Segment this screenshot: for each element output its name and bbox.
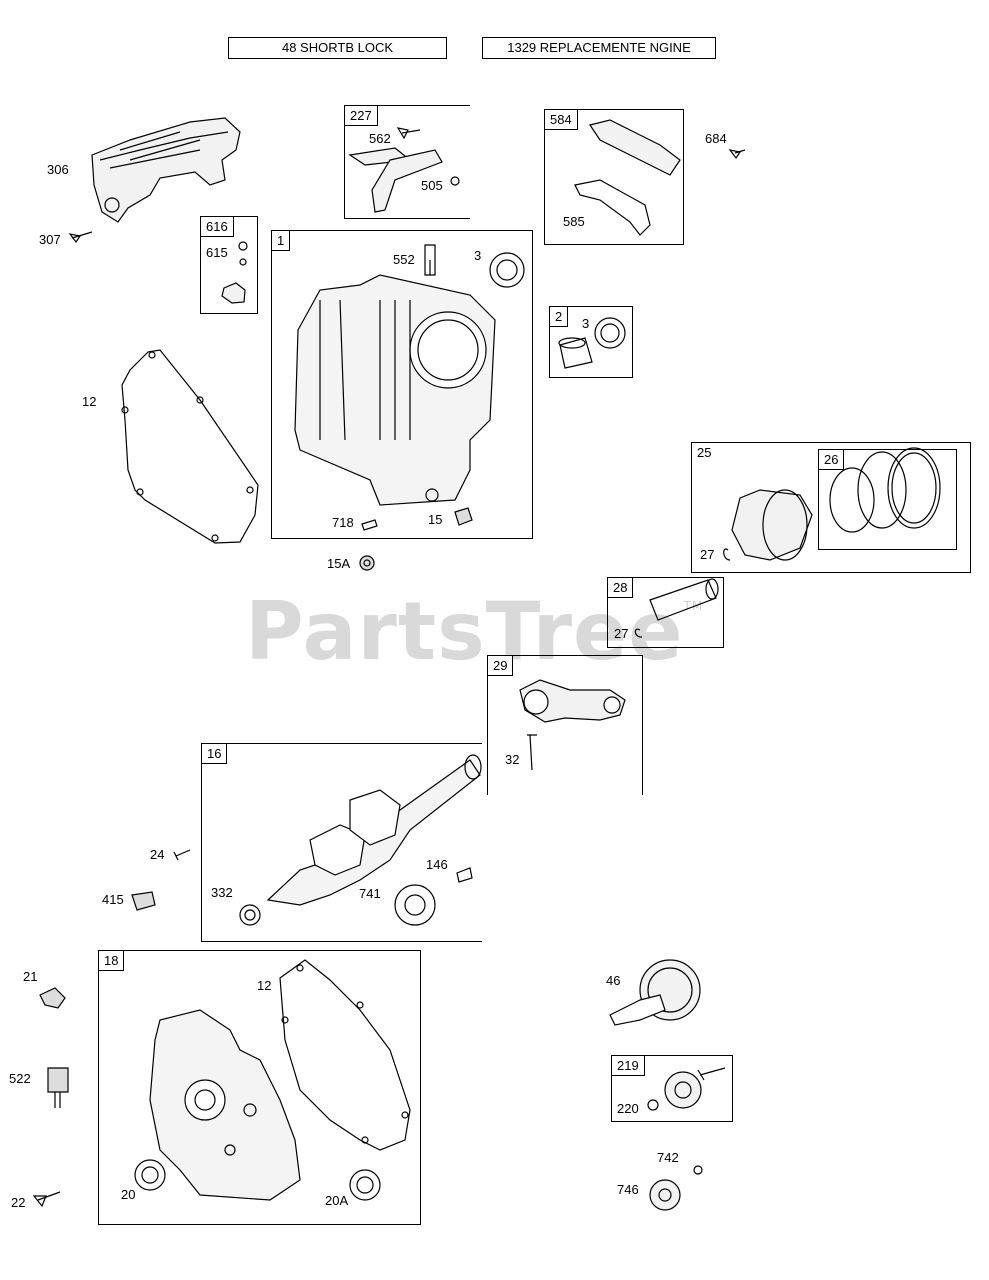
- part-label-20a: 20A: [325, 1193, 349, 1208]
- part-label-562: 562: [369, 131, 391, 146]
- group-number-16: 16: [202, 744, 228, 764]
- governor-gear-219-illustration: [647, 1067, 726, 1111]
- part-label-12-bottom: 12: [257, 978, 272, 993]
- camshaft-46-illustration: [609, 959, 701, 1026]
- part-label-585: 585: [563, 214, 585, 229]
- bolt-22-illustration: [32, 1191, 61, 1208]
- part-label-46: 46: [606, 973, 621, 988]
- group-number-584: 584: [545, 110, 578, 130]
- connecting-rod-29-illustration: [519, 679, 626, 771]
- group-box-18: 18: [98, 950, 421, 1225]
- plug-15a-illustration: [359, 555, 375, 571]
- part-label-415: 415: [102, 892, 124, 907]
- bolt-307-illustration: [68, 231, 93, 244]
- group-number-28: 28: [608, 578, 634, 598]
- part-label-332: 332: [211, 885, 233, 900]
- part-label-32: 32: [505, 752, 520, 767]
- part-label-24: 24: [150, 847, 165, 862]
- part-label-746: 746: [617, 1182, 639, 1197]
- part-label-684: 684: [705, 131, 727, 146]
- part-label-741: 741: [359, 886, 381, 901]
- part-label-3-lower: 3: [582, 316, 590, 331]
- gasket-12-bottom-illustration: [279, 959, 411, 1151]
- bracket-227-illustration: [348, 127, 460, 213]
- header-short-block-label: 48 SHORTB LOCK: [228, 37, 447, 59]
- breather-616-illustration: [221, 241, 248, 304]
- part-label-3-top: 3: [474, 248, 482, 263]
- dowel-pin-718-illustration: [361, 519, 378, 531]
- part-label-742: 742: [657, 1150, 679, 1165]
- part-label-12-top: 12: [82, 394, 97, 409]
- part-label-220: 220: [617, 1101, 639, 1116]
- seal-20-illustration: [134, 1159, 166, 1191]
- bushing-2-illustration: [558, 317, 626, 369]
- group-number-2: 2: [550, 307, 569, 327]
- group-number-29: 29: [488, 656, 514, 676]
- cylinder-block-illustration: [294, 244, 496, 506]
- group-box-616: 616: [200, 216, 258, 314]
- part-label-27-piston: 27: [700, 547, 715, 562]
- part-label-615: 615: [206, 245, 228, 260]
- group-box-584: 584: [544, 109, 684, 245]
- group-box-1: 1: [271, 230, 533, 539]
- group-box-2: 2: [549, 306, 633, 378]
- group-box-29: 29: [487, 655, 643, 795]
- group-number-227: 227: [345, 106, 378, 126]
- part-label-552: 552: [393, 252, 415, 267]
- intake-gasket-584-illustration: [574, 119, 746, 236]
- part-label-146: 146: [426, 857, 448, 872]
- group-box-219: 219: [611, 1055, 733, 1122]
- part-label-307: 307: [39, 232, 61, 247]
- seal-3-illustration: [489, 252, 525, 288]
- crankshaft-16-illustration: [131, 754, 482, 926]
- part-label-505: 505: [421, 178, 443, 193]
- piston-rings-26-illustration: [829, 447, 941, 533]
- part-label-306: 306: [47, 162, 69, 177]
- gasket-12-top-illustration: [121, 349, 259, 544]
- group-number-18: 18: [99, 951, 125, 971]
- group-number-1: 1: [272, 231, 291, 251]
- group-box-28: 28: [607, 577, 724, 648]
- header-replacement-engine-label: 1329 REPLACEMENTE NGINE: [482, 37, 716, 59]
- part-label-22: 22: [11, 1195, 26, 1210]
- part-label-718: 718: [332, 515, 354, 530]
- gear-746-illustration: [649, 1165, 703, 1211]
- group-number-219: 219: [612, 1056, 645, 1076]
- group-number-616: 616: [201, 217, 234, 237]
- switch-522-illustration: [47, 1067, 69, 1108]
- part-label-20: 20: [121, 1187, 136, 1202]
- part-label-27-pin: 27: [614, 626, 629, 641]
- group-box-26: 26: [818, 449, 957, 550]
- sensor-21-illustration: [39, 987, 66, 1009]
- group-box-25: 25: [691, 442, 971, 573]
- group-box-227: 227: [344, 105, 470, 219]
- group-number-25: 25: [692, 443, 717, 462]
- wrist-pin-28-illustration: [634, 578, 719, 638]
- plug-15-illustration: [454, 507, 473, 526]
- part-label-21: 21: [23, 969, 38, 984]
- piston-25-illustration: [723, 489, 813, 561]
- seal-20a-illustration: [349, 1169, 381, 1201]
- part-label-522: 522: [9, 1071, 31, 1086]
- crankcase-cover-18-illustration: [149, 1009, 301, 1201]
- group-box-16: 16: [201, 743, 482, 942]
- group-number-26: 26: [819, 450, 845, 470]
- part-label-15a: 15A: [327, 556, 351, 571]
- part-label-15: 15: [428, 512, 443, 527]
- partstree-watermark: PartsTreeTM: [245, 585, 704, 678]
- blower-housing-illustration: [91, 117, 241, 223]
